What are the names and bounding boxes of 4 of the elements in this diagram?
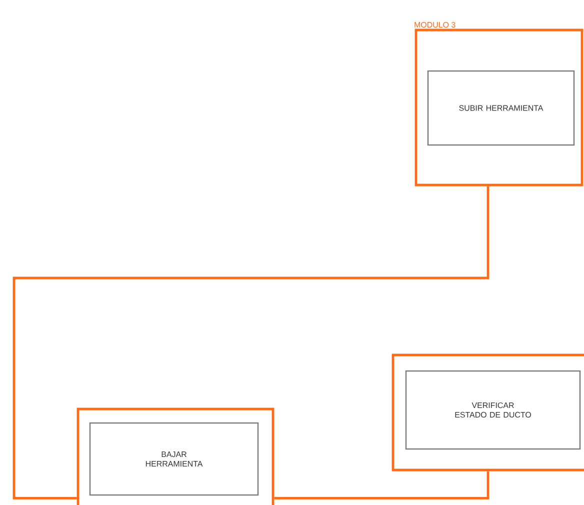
connector-line [274, 471, 490, 500]
frame-box [392, 354, 584, 472]
connector-line [12, 186, 490, 500]
frame-box [76, 408, 274, 505]
